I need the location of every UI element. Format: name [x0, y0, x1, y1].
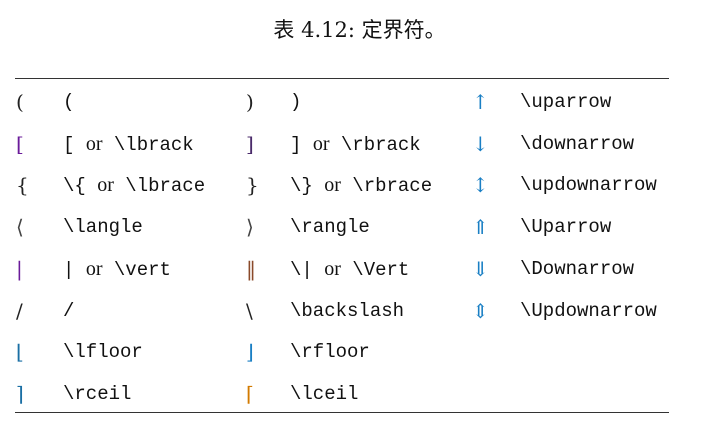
arrow-command: \uparrow: [520, 91, 612, 113]
delimiter-command: (: [63, 91, 75, 113]
or-word: or: [85, 257, 103, 280]
or-word: or: [312, 132, 330, 155]
arrow-command: \downarrow: [520, 132, 635, 155]
delimiter-symbol: ⌈: [246, 381, 254, 406]
delimiter-command: \lceil: [290, 382, 359, 405]
delimiter-symbol: /: [16, 298, 23, 323]
arrow-command: \Downarrow: [520, 257, 635, 280]
bottom-rule: [15, 412, 669, 413]
code-part: [: [63, 133, 86, 156]
arrow-symbol: ↕: [472, 173, 489, 198]
arrow-command: \updownarrow: [520, 174, 657, 197]
code-part: \rbrace: [340, 175, 433, 198]
code-part: ]: [290, 133, 313, 156]
delimiter-command: \} or \rbrace: [290, 165, 432, 206]
table-row: || or \vert‖\| or \Vert⇓\Downarrow: [0, 249, 719, 289]
delimiter-symbol: [: [16, 131, 24, 156]
delimiter-symbol: ⌋: [246, 340, 254, 365]
code-part: \|: [290, 258, 325, 281]
table-row: [[ or \lbrack]] or \rbrack↓\downarrow: [0, 124, 719, 164]
delimiter-symbol: (: [16, 90, 24, 114]
delimiter-command: [ or \lbrack: [63, 124, 194, 165]
table-row: { \{ or \lbrace} \} or \rbrace ↕ \updownarro…: [0, 165, 719, 205]
delimiter-symbol: ]: [246, 131, 254, 156]
delimiter-command: \langle: [63, 216, 143, 239]
arrow-command: \Updownarrow: [520, 299, 657, 322]
delimiter-symbol: ⟩: [246, 215, 254, 240]
delimiter-command: \lfloor: [63, 341, 143, 364]
delimiter-symbol: |: [16, 256, 23, 281]
delimiter-command: \rfloor: [290, 341, 370, 364]
arrow-command: \Uparrow: [520, 216, 612, 239]
delimiter-symbol: ‖: [246, 256, 256, 281]
delimiter-symbol: ): [246, 90, 254, 114]
code-part: \{: [63, 175, 98, 198]
delimiter-symbol: \: [246, 298, 253, 323]
delimiter-command: \rceil: [63, 382, 132, 405]
or-word: or: [324, 257, 341, 280]
arrow-symbol: ⇕: [472, 298, 489, 323]
arrow-symbol: ⇓: [472, 256, 489, 281]
delimiter-symbol: ⌉: [16, 381, 24, 406]
delimiter-symbol: {: [16, 173, 29, 198]
table-row: ⌉ \rceil ⌈ \lceil: [0, 374, 719, 414]
delimiter-symbol: ⟨: [16, 215, 24, 240]
code-part: \vert: [102, 258, 171, 281]
top-rule: [15, 78, 669, 79]
arrow-symbol: ⇑: [472, 215, 489, 240]
delimiter-command: \{ or \lbrace: [63, 165, 205, 206]
delimiter-command: /: [63, 299, 75, 322]
delimiter-command: \| or \Vert: [290, 249, 409, 290]
delimiter-command: \rangle: [290, 216, 370, 239]
or-word: or: [324, 174, 341, 197]
delimiter-command: | or \vert: [63, 249, 171, 290]
table-row: ⌊ \lfloor ⌋ \rfloor: [0, 332, 719, 372]
code-part: \lbrack: [102, 133, 194, 156]
delimiter-symbol: }: [246, 173, 259, 198]
arrow-symbol: ↓: [472, 131, 489, 156]
delimiter-command: \backslash: [290, 299, 405, 322]
arrow-symbol: ↑: [472, 90, 489, 114]
code-part: \}: [290, 175, 325, 198]
code-part: \Vert: [340, 258, 410, 281]
table-row: ⟨ \langle ⟩ \rangle ⇑ \Uparrow: [0, 207, 719, 247]
delimiter-command: ] or \rbrack: [290, 124, 421, 165]
table-row: ( ()) ↑ \uparrow: [0, 82, 719, 122]
code-part: \lbrace: [113, 175, 206, 198]
table-caption: 表 4.12: 定界符。: [273, 18, 446, 42]
code-part: |: [63, 258, 86, 281]
or-word: or: [85, 132, 103, 155]
delimiter-command: ): [290, 91, 302, 113]
table-row: / / \ \backslash ⇕ \Updownarrow: [0, 291, 719, 331]
delimiter-symbol: ⌊: [16, 340, 24, 365]
or-word: or: [97, 174, 114, 197]
code-part: \rbrack: [329, 133, 421, 156]
